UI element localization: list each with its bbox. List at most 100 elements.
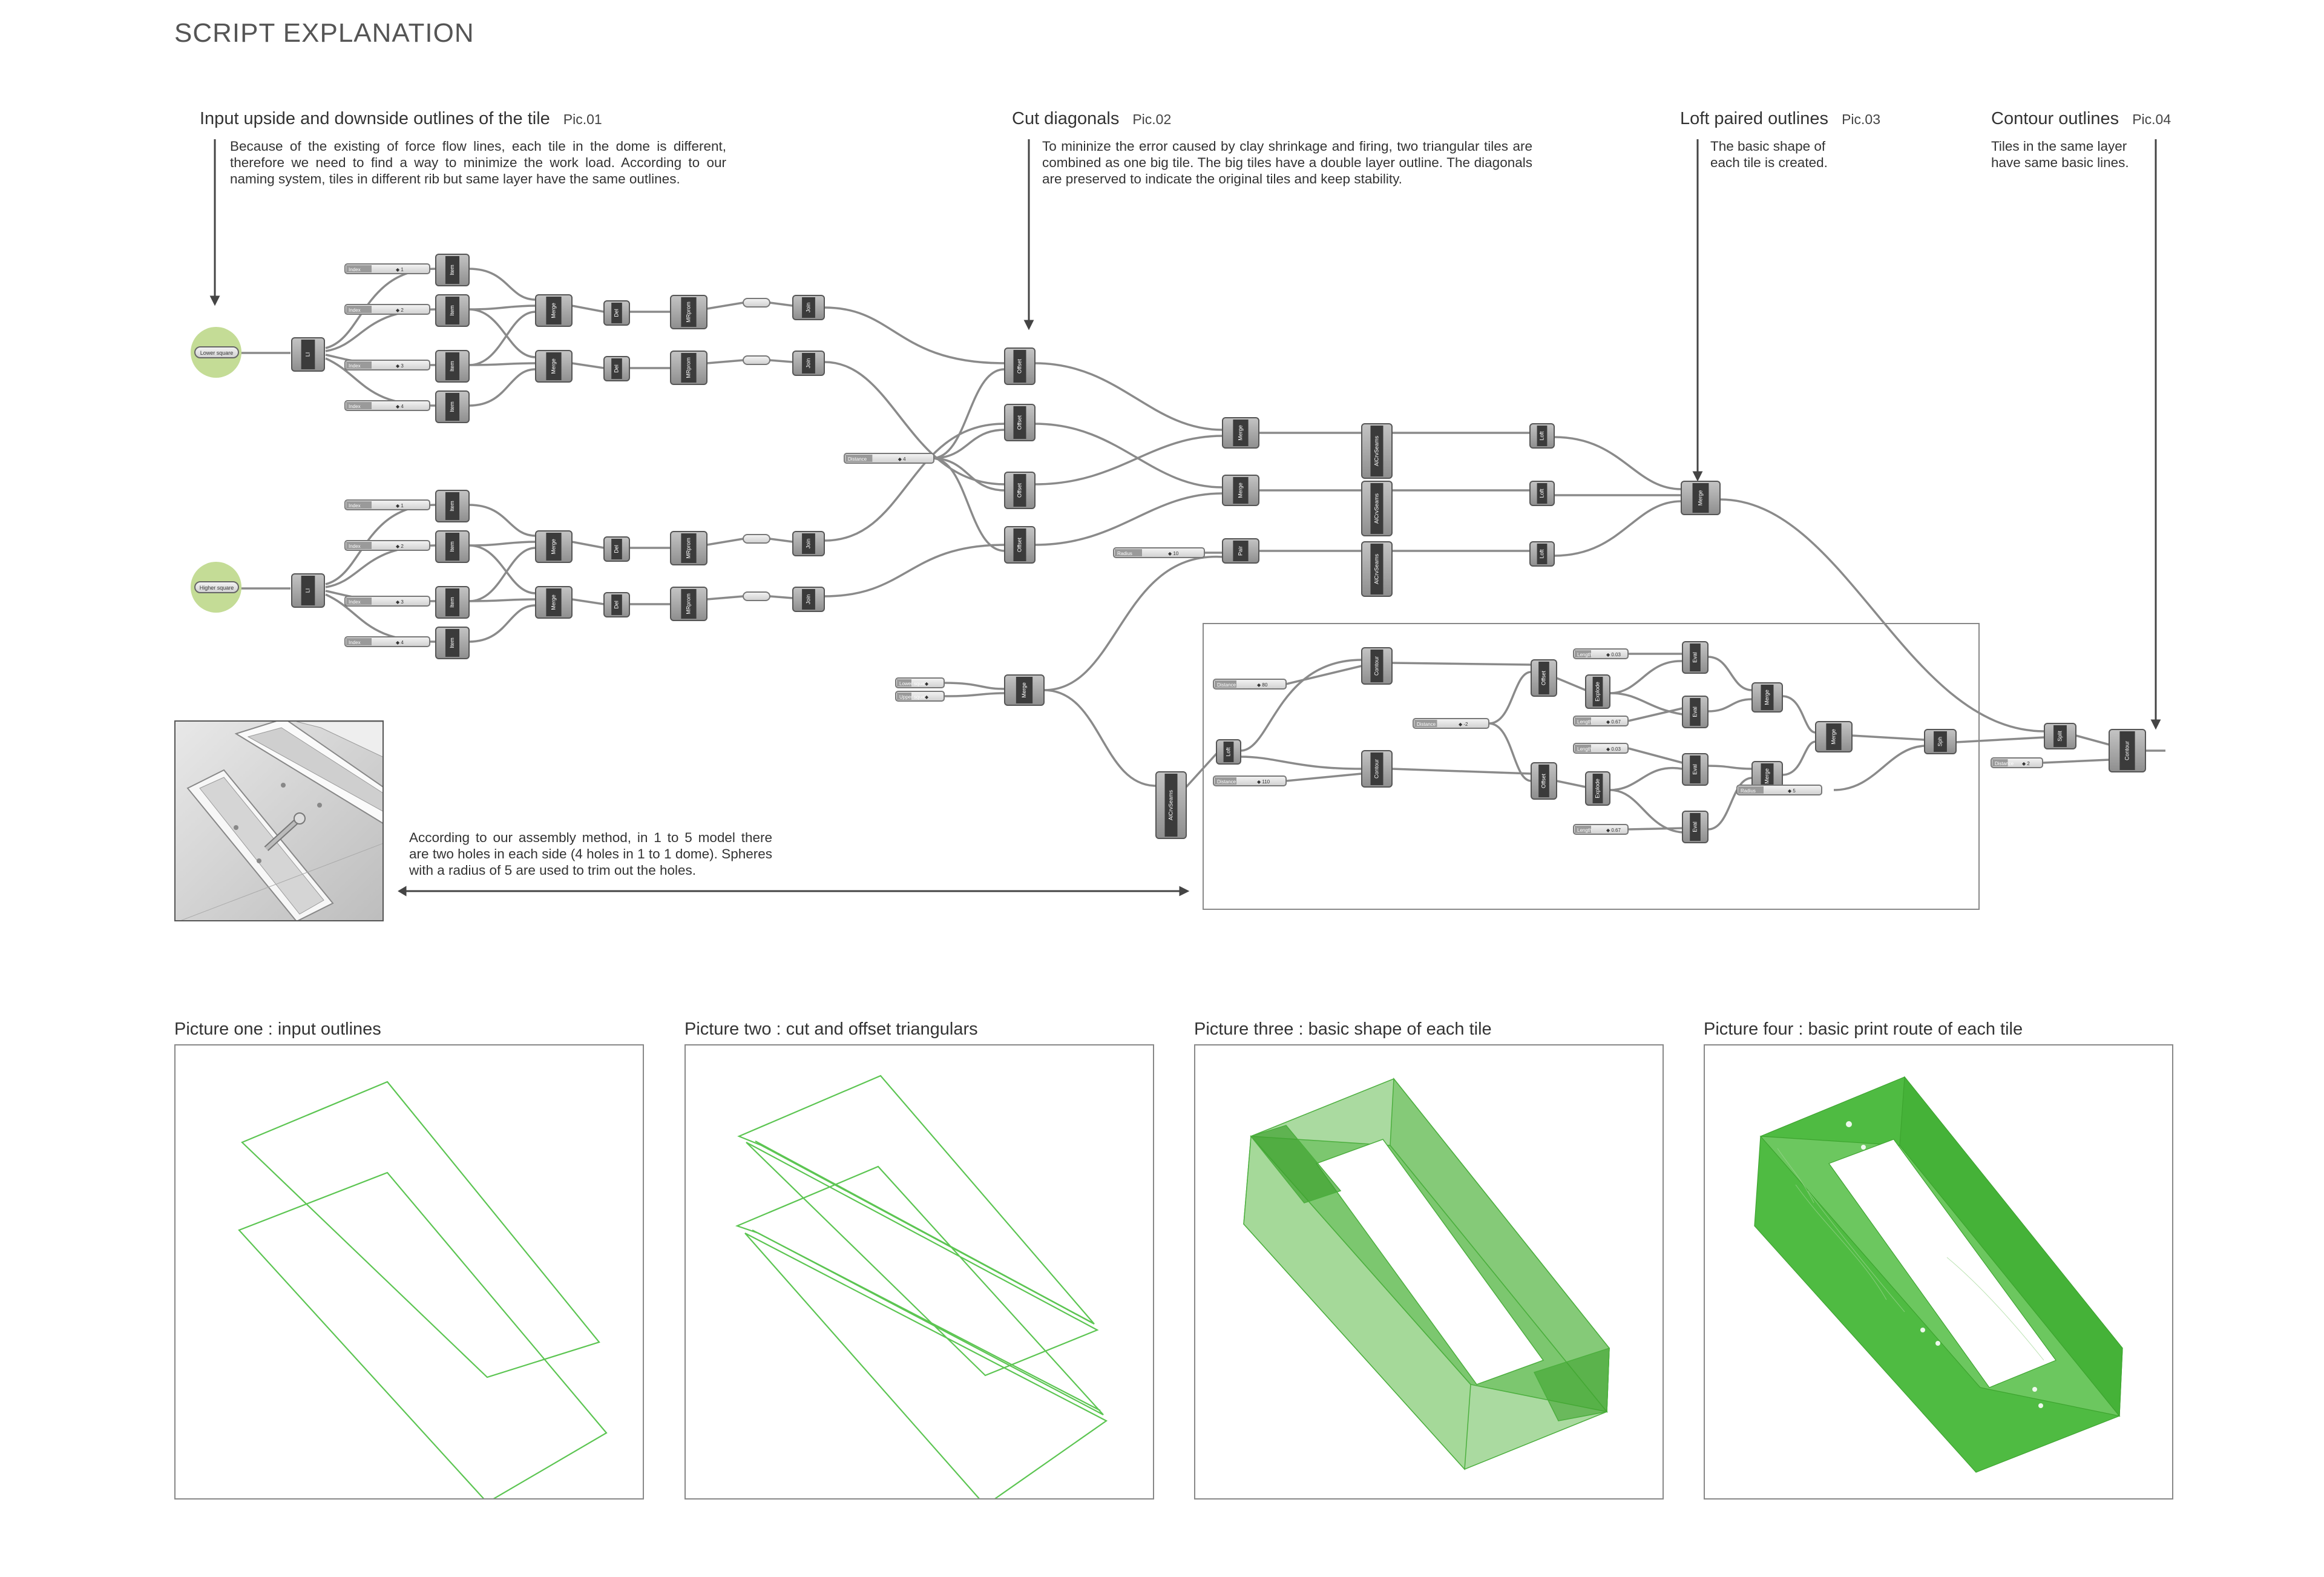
- merge-node[interactable]: Merge: [535, 350, 573, 383]
- index-slider[interactable]: Index◆ 4: [344, 400, 430, 411]
- input-param-higher[interactable]: Higher square: [191, 562, 241, 613]
- seam-node[interactable]: AlCrvSeams: [1155, 771, 1187, 839]
- loft-node[interactable]: Loft: [1529, 423, 1555, 449]
- mirror-node[interactable]: MRprom: [670, 351, 707, 385]
- area-node[interactable]: [743, 298, 770, 308]
- radius-slider[interactable]: Radius◆ 5: [1736, 785, 1822, 795]
- contour-node[interactable]: Contour: [1361, 647, 1393, 685]
- loft-node[interactable]: Loft: [1529, 541, 1555, 567]
- length-slider[interactable]: Length◆ 0.67: [1573, 824, 1629, 835]
- item-node[interactable]: Item: [435, 490, 470, 522]
- item-node[interactable]: Item: [435, 530, 470, 563]
- explode-node[interactable]: Explode: [1585, 771, 1610, 806]
- seam-node[interactable]: AlCrvSeams: [1361, 481, 1393, 536]
- item-node[interactable]: Item: [435, 390, 470, 423]
- lower-square-param[interactable]: Lower square◆: [895, 677, 945, 688]
- sphere-node[interactable]: Sph: [1924, 729, 1957, 754]
- slider-value: ◆ 2: [396, 308, 404, 313]
- merge-node[interactable]: Merge: [1222, 475, 1259, 506]
- delete-node[interactable]: Del: [603, 300, 630, 326]
- merge-node[interactable]: Merge: [1222, 417, 1259, 449]
- loft-node[interactable]: Loft: [1216, 739, 1241, 765]
- offset-node[interactable]: Offset: [1004, 347, 1036, 385]
- evaluate-node[interactable]: Eval: [1682, 811, 1709, 843]
- item-node[interactable]: Item: [435, 294, 470, 327]
- contour-node[interactable]: Contour: [1361, 750, 1393, 788]
- join-node[interactable]: Join: [792, 587, 825, 612]
- join-node[interactable]: Join: [792, 295, 825, 320]
- area-node[interactable]: [743, 355, 770, 365]
- distance-slider[interactable]: Distance◆ 110: [1213, 775, 1287, 786]
- mirror-node[interactable]: MRprom: [670, 587, 707, 621]
- evaluate-node[interactable]: Eval: [1682, 753, 1709, 786]
- length-slider[interactable]: Length◆ 0.67: [1573, 716, 1629, 726]
- picture-caption: Picture two : cut and offset triangulars: [684, 1019, 978, 1039]
- picture-two: [684, 1044, 1154, 1507]
- slider-label: Index: [349, 267, 361, 272]
- index-slider[interactable]: Index◆ 2: [344, 304, 430, 315]
- slider-label: Length: [1577, 652, 1592, 657]
- distance-slider[interactable]: Distance◆ 4: [844, 453, 934, 464]
- index-slider[interactable]: Index◆ 2: [344, 540, 430, 551]
- delete-node[interactable]: Del: [603, 592, 630, 617]
- area-node[interactable]: [743, 534, 770, 544]
- picture-caption: Picture one : input outlines: [174, 1019, 381, 1039]
- index-slider[interactable]: Index ◆ 1: [344, 263, 430, 274]
- slider-label: Distance: [1217, 682, 1236, 688]
- distance-slider[interactable]: Distance◆ -2: [1413, 718, 1489, 729]
- merge-node[interactable]: Merge: [535, 294, 573, 327]
- slider-value: ◆ 10: [1168, 551, 1179, 556]
- offset-node[interactable]: Offset: [1531, 762, 1557, 800]
- input-param-lower[interactable]: Lower square: [191, 327, 241, 378]
- delete-node[interactable]: Del: [603, 536, 630, 562]
- merge-node[interactable]: Merge: [1815, 721, 1853, 752]
- evaluate-node[interactable]: Eval: [1682, 641, 1709, 674]
- slider-value: ◆ 1: [396, 267, 404, 272]
- list-item-node[interactable]: LI: [291, 573, 325, 608]
- index-slider[interactable]: Index◆ 4: [344, 636, 430, 647]
- node-label: Sph: [1937, 737, 1943, 746]
- offset-node[interactable]: Offset: [1004, 472, 1036, 509]
- join-node[interactable]: Join: [792, 531, 825, 556]
- area-node[interactable]: [743, 591, 770, 601]
- contour-distance-slider[interactable]: Distance◆ 2: [1991, 757, 2043, 768]
- index-slider[interactable]: Index◆ 3: [344, 360, 430, 370]
- item-node[interactable]: Item: [435, 254, 470, 286]
- contour-node[interactable]: Contour: [2109, 729, 2146, 772]
- mirror-node[interactable]: MRprom: [670, 295, 707, 329]
- split-node[interactable]: Split: [2044, 723, 2076, 749]
- radius-slider[interactable]: Radius◆ 10: [1113, 547, 1205, 558]
- merge-node[interactable]: Merge: [1751, 682, 1783, 713]
- merge-node[interactable]: Merge: [1751, 761, 1783, 791]
- upper-square-param[interactable]: Upper square◆: [895, 691, 945, 702]
- merge-node[interactable]: Merge: [1681, 481, 1721, 515]
- offset-node[interactable]: Offset: [1004, 526, 1036, 564]
- seam-node[interactable]: AlCrvSeams: [1361, 423, 1393, 479]
- offset-node[interactable]: Offset: [1531, 659, 1557, 697]
- section-text-cut: To mininize the error caused by clay shr…: [1042, 139, 1532, 186]
- item-node[interactable]: Item: [435, 350, 470, 383]
- seam-node[interactable]: AlCrvSeams: [1361, 541, 1393, 597]
- list-item-node[interactable]: LI: [291, 337, 325, 372]
- merge-node[interactable]: Merge: [535, 530, 573, 563]
- mirror-node[interactable]: MRprom: [670, 531, 707, 565]
- merge-node[interactable]: Merge: [535, 586, 573, 619]
- join-node[interactable]: Join: [792, 351, 825, 376]
- loft-node[interactable]: Loft: [1529, 481, 1555, 506]
- node-label: Del: [613, 545, 619, 553]
- pair-node[interactable]: Pair: [1222, 538, 1259, 564]
- offset-node[interactable]: Offset: [1004, 404, 1036, 441]
- evaluate-node[interactable]: Eval: [1682, 696, 1709, 728]
- delete-node[interactable]: Del: [603, 356, 630, 381]
- index-slider[interactable]: Index◆ 3: [344, 596, 430, 607]
- item-node[interactable]: Item: [435, 627, 470, 659]
- explode-node[interactable]: Explode: [1585, 674, 1610, 709]
- distance-slider[interactable]: Distance◆ 80: [1213, 679, 1287, 690]
- item-node[interactable]: Item: [435, 586, 470, 619]
- index-slider[interactable]: Index◆ 1: [344, 499, 430, 510]
- length-slider[interactable]: Length◆ 0.03: [1573, 743, 1629, 754]
- merge-node[interactable]: Merge: [1004, 674, 1045, 706]
- length-slider[interactable]: Length◆ 0.03: [1573, 648, 1629, 659]
